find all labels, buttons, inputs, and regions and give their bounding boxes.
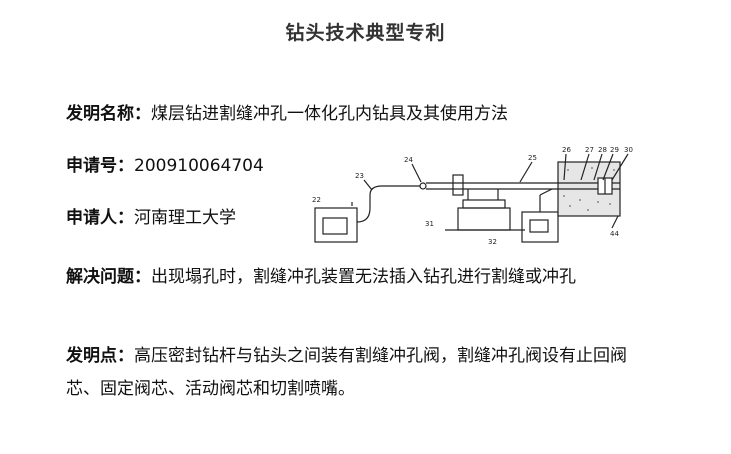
applicant-value: 河南理工大学 xyxy=(134,208,236,228)
hose-line xyxy=(356,185,420,223)
label-26: 26 xyxy=(562,146,571,154)
patent-drawing-svg: 22 23 24 25 26 27 28 29 30 31 32 44 xyxy=(312,146,633,246)
problem-paragraph: 解决问题：出现塌孔时，割缝冲孔装置无法插入钻孔进行割缝或冲孔 xyxy=(66,261,641,294)
page-title: 钻头技术典型专利 xyxy=(285,22,446,44)
applicant-label: 申请人： xyxy=(66,208,134,228)
application-no-value: 200910064704 xyxy=(134,156,264,176)
label-31: 31 xyxy=(425,220,434,228)
label-25: 25 xyxy=(528,154,537,162)
pump-box xyxy=(314,207,358,243)
pump-inner xyxy=(322,217,348,235)
label-23: 23 xyxy=(355,172,364,180)
label-24: 24 xyxy=(404,156,413,164)
invention-name-value: 煤层钻进割缝冲孔一体化孔内钻具及其使用方法 xyxy=(151,104,508,124)
label-28: 28 xyxy=(598,146,607,154)
problem-label: 解决问题： xyxy=(66,267,151,287)
connector-joint xyxy=(419,182,427,190)
label-30: 30 xyxy=(624,146,633,154)
label-27: 27 xyxy=(585,146,594,154)
label-22: 22 xyxy=(312,196,321,204)
label-32: 32 xyxy=(488,238,497,246)
application-no-label: 申请号： xyxy=(66,156,134,176)
key-point-label: 发明点： xyxy=(66,346,134,366)
application-no-row: 申请号：200910064704 xyxy=(66,154,264,178)
applicant-row: 申请人：河南理工大学 xyxy=(66,206,236,230)
problem-value: 出现塌孔时，割缝冲孔装置无法插入钻孔进行割缝或冲孔 xyxy=(151,267,576,287)
invention-name-row: 发明名称：煤层钻进割缝冲孔一体化孔内钻具及其使用方法 xyxy=(66,102,508,126)
patent-drawing: 22 23 24 25 26 27 28 29 30 31 32 44 xyxy=(300,140,660,259)
label-29: 29 xyxy=(610,146,619,154)
invention-name-label: 发明名称： xyxy=(66,104,151,124)
label-44: 44 xyxy=(610,230,619,238)
key-point-paragraph: 发明点：高压密封钻杆与钻头之间装有割缝冲孔阀，割缝冲孔阀设有止回阀芯、固定阀芯、… xyxy=(66,340,641,406)
key-point-value: 高压密封钻杆与钻头之间装有割缝冲孔阀，割缝冲孔阀设有止回阀芯、固定阀芯、活动阀芯… xyxy=(66,346,627,399)
